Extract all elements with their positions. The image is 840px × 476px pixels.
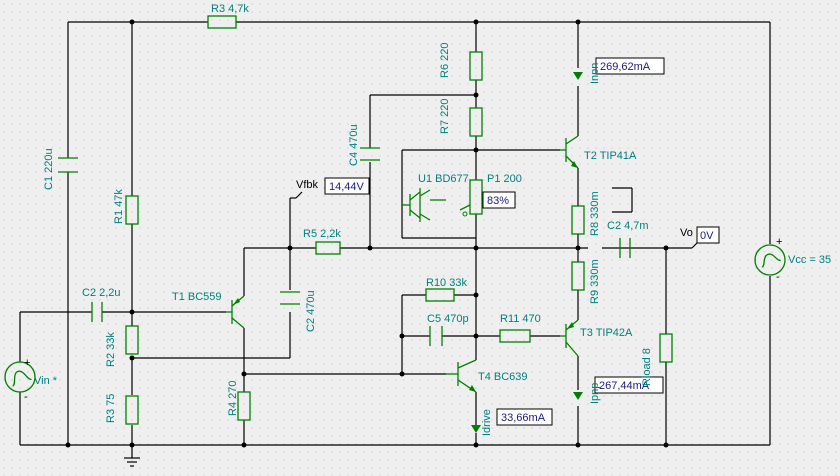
resistor-r5[interactable] [315,241,341,255]
p1-meter-value: 83% [487,195,509,207]
label-t3: T3 TIP42A [580,327,633,339]
label-r10: R10 33k [426,277,467,289]
label-vin: Vin * [34,375,58,387]
idrive-current-arrow-icon [471,425,481,433]
resistor-r11[interactable] [499,329,531,343]
label-c1: C1 220u [43,148,55,190]
capacitor-c2-input[interactable] [91,302,103,322]
label-vcc: Vcc = 35 [788,254,831,266]
label-idrive: Idrive [481,409,493,436]
resistor-r6[interactable] [469,51,483,81]
resistor-r3-top[interactable] [207,15,237,29]
vcc-plus-mark: + [776,236,782,248]
label-r2: R2 33k [105,332,117,367]
ipnp-meter-value: 267,44mA [599,380,650,392]
potentiometer-p1[interactable] [459,179,483,217]
label-c4: C4 470u [348,124,360,166]
label-u1: U1 BD677 [418,173,469,185]
vin-plus-mark: + [24,357,30,369]
label-c2-feedback: C2 470u [305,290,317,332]
vin-source-icon[interactable] [4,361,36,393]
label-r5: R5 2,2k [303,228,341,240]
vfbk-meter-value: 14,44V [329,181,365,193]
label-rload: Rload 8 [641,348,653,386]
resistor-r8[interactable] [571,205,585,235]
label-t4: T4 BC639 [478,371,528,383]
capacitor-c4[interactable] [360,147,380,161]
label-inpn: Inpn [589,63,601,84]
transistor-t2[interactable] [560,135,579,169]
idrive-meter-box [496,408,553,426]
transistor-u1[interactable] [402,188,446,222]
label-r4: R4 270 [227,381,239,416]
inpn-current-arrow-icon [573,72,583,80]
label-p1: P1 200 [487,173,522,185]
resistor-r1[interactable] [125,195,139,225]
p1-meter-box [482,191,516,209]
label-t1: T1 BC559 [172,291,222,303]
capacitor-c5[interactable] [429,326,443,346]
label-t2: T2 TIP41A [584,150,637,162]
label-vfbk: Vfbk [296,179,319,191]
label-ipnp: Ipnp [589,383,601,404]
capacitor-c1[interactable] [58,157,78,173]
resistor-r4[interactable] [237,391,251,421]
transistor-t4[interactable] [446,359,477,393]
wires [19,21,771,467]
capacitor-c2-output[interactable] [619,238,631,258]
label-r9: R9 330m [589,259,601,304]
label-r6: R6 220 [439,43,451,78]
resistor-r2[interactable] [125,325,139,355]
resistor-r10[interactable] [425,288,455,302]
inpn-meter-value: 269,62mA [600,61,651,73]
capacitor-c2-feedback[interactable] [280,291,300,305]
vin-minus-mark: - [24,391,28,403]
vo-meter-value: 0V [700,230,714,242]
junctions [65,19,669,448]
vo-meter-box [696,226,720,244]
transistor-t3[interactable] [560,319,579,357]
ipnp-current-arrow-icon [573,392,583,400]
label-r3-bottom: R3 75 [105,394,117,423]
resistor-r9[interactable] [571,261,585,291]
label-c5: C5 470p [427,313,469,325]
label-c2-input: C2 2,2u [82,287,121,299]
label-r8: R8 330m [589,191,601,236]
ipnp-meter-box [594,376,664,394]
vcc-source-icon[interactable] [754,244,786,276]
label-r1: R1 47k [113,189,125,224]
resistor-r3-bottom[interactable] [125,395,139,425]
idrive-meter-value: 33,66mA [501,412,546,424]
vcc-minus-mark: - [776,271,780,283]
label-r3: R3 4,7k [211,3,249,15]
inpn-meter-box [595,57,665,75]
label-vo: Vo [680,227,693,239]
label-c2-output: C2 4,7m [607,220,649,232]
vfbk-meter-box [324,177,370,195]
transistor-t1[interactable] [226,295,245,329]
label-r11: R11 470 [500,313,541,325]
resistor-r7[interactable] [469,107,483,137]
label-r7: R7 220 [439,99,451,134]
resistor-rload[interactable] [659,333,673,363]
